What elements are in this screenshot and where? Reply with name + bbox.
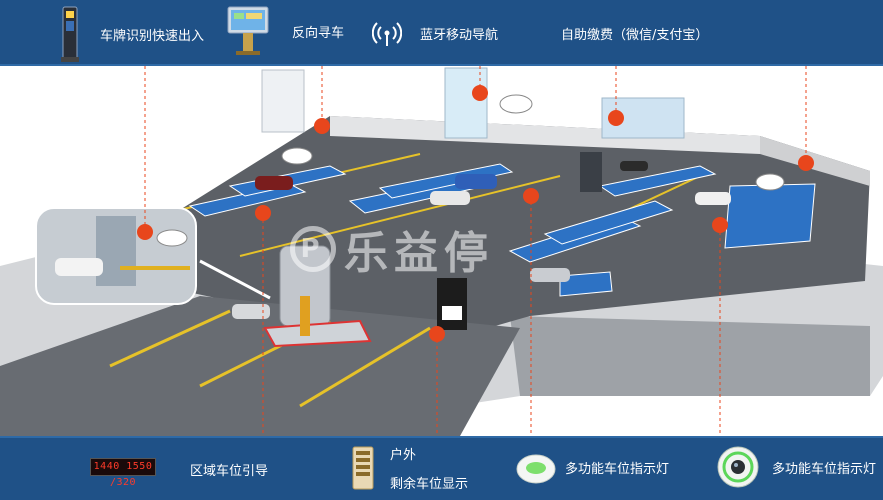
feature-label-line1: 户外 <box>390 448 417 463</box>
parking-space-row <box>724 183 816 249</box>
parking-space-row <box>378 163 514 199</box>
camera-indicator-icon <box>717 446 759 488</box>
feature-area-guidance: 区域车位引导 <box>190 460 268 479</box>
callout-markers <box>137 85 814 342</box>
watermark-text: 乐益停 <box>344 228 494 279</box>
feature-plate-recognition: 车牌识别快速出入 <box>58 5 204 63</box>
feature-self-payment: 自助缴费（微信/支付宝） <box>561 24 708 43</box>
feature-label: 蓝牙移动导航 <box>420 27 499 43</box>
car <box>455 174 497 189</box>
feature-multi-indicator-1: 多功能车位指示灯 <box>515 446 669 488</box>
callout-marker <box>429 326 445 342</box>
pay-kiosk <box>580 152 602 192</box>
deck-back-wall <box>330 116 760 154</box>
lane-line <box>299 326 431 408</box>
feature-multi-indicator-2: 多功能车位指示灯 <box>716 444 876 490</box>
parking-space-row <box>598 165 717 197</box>
feature-label: 区域车位引导 <box>190 464 269 479</box>
feature-label-line2: 剩余车位显示 <box>390 477 469 492</box>
lane-line <box>109 309 231 368</box>
parking-space-row <box>543 200 674 245</box>
feature-outdoor-space-display: 户外 剩余车位显示 <box>352 444 468 492</box>
speech-bubble <box>281 147 313 165</box>
parking-space-row <box>559 271 613 297</box>
callout-marker <box>608 110 624 126</box>
callout-marker <box>472 85 488 101</box>
cars <box>232 161 731 319</box>
feature-label: 车牌识别快速出入 <box>100 28 205 44</box>
outdoor-space-sign <box>437 278 467 330</box>
inset-car <box>55 258 103 276</box>
car <box>620 161 648 171</box>
feature-label: 自助缴费（微信/支付宝） <box>561 28 709 43</box>
car <box>530 268 570 282</box>
callout-marker <box>137 224 153 240</box>
entry-plaza <box>0 296 520 436</box>
callout-marker <box>523 188 539 204</box>
speech-bubble <box>755 173 785 191</box>
gate-post <box>300 296 310 336</box>
brand-watermark: P 乐益停 <box>290 222 610 279</box>
toll-island <box>263 319 372 348</box>
parking-lot-illustration <box>0 66 883 436</box>
callout-marker <box>314 118 330 134</box>
watermark-logo-icon: P <box>290 226 336 272</box>
nav-board <box>444 67 488 139</box>
car <box>430 191 470 205</box>
feature-bluetooth-navigation: 蓝牙移动导航 <box>372 18 498 48</box>
callout-marker <box>798 155 814 171</box>
outdoor-sign-icon <box>352 446 374 490</box>
top-feature-bar: 车牌识别快速出入 反向寻车 蓝牙移动导航 自助缴费（微信/支付宝） <box>0 0 883 66</box>
barrier-arm <box>199 259 271 300</box>
deck-right-wall <box>760 136 870 186</box>
ceiling-indicator-icon <box>516 454 556 484</box>
speech-bubble <box>499 94 533 114</box>
slab-side <box>510 316 870 396</box>
feature-label: 反向寻车 <box>292 25 345 41</box>
callout-marker <box>255 205 271 221</box>
parking-spaces <box>188 163 816 297</box>
sign-panel <box>442 306 462 320</box>
kiosk-screen-icon <box>227 6 269 55</box>
car <box>695 192 731 205</box>
bluetooth-signal-icon <box>372 22 402 46</box>
parking-lot-scene <box>0 66 883 436</box>
inset-gate-booth <box>96 216 136 286</box>
led-display-text: 1440 1550 /320 <box>93 461 153 488</box>
inset-barrier-arm <box>120 266 190 270</box>
led-display-icon: 1440 1550 /320 <box>90 458 156 488</box>
feature-reverse-car-search: 反向寻车 <box>226 5 344 57</box>
car <box>232 304 270 319</box>
map-board <box>261 69 305 133</box>
camera-pillar-icon <box>61 6 79 62</box>
callout-lines <box>144 66 807 436</box>
feature-label: 多功能车位指示灯 <box>772 461 877 477</box>
bottom-feature-bar: 区域车位引导 户外 剩余车位显示 多功能车位指示灯 多功能车位指示灯 <box>0 436 883 500</box>
car <box>255 176 293 190</box>
speech-bubble <box>156 229 188 247</box>
callout-marker <box>712 217 728 233</box>
feature-label: 多功能车位指示灯 <box>565 461 670 477</box>
